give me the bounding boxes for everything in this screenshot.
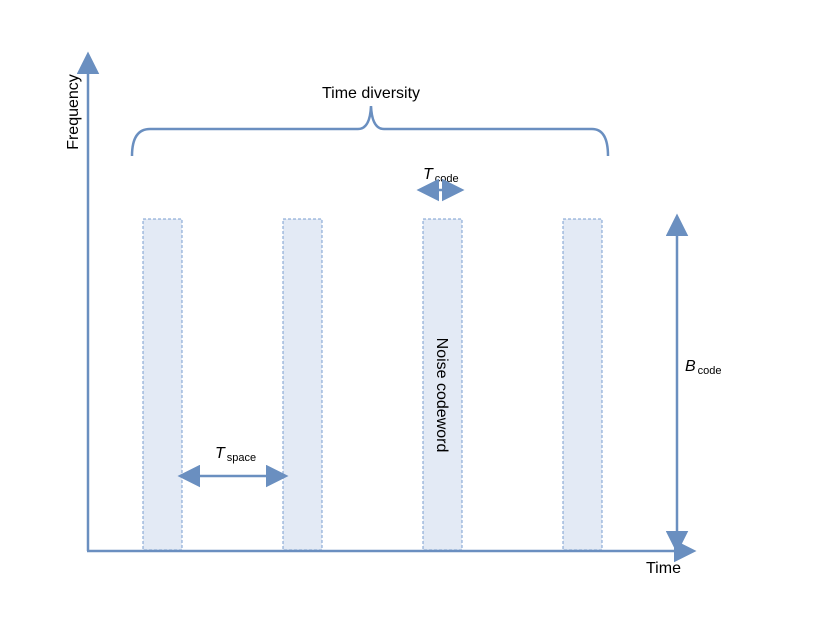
codeword-bars — [142, 218, 603, 551]
t-space-symbol: T — [215, 445, 226, 462]
t-space-subscript: space — [227, 452, 256, 464]
time-diversity-brace — [130, 105, 610, 157]
codeword-bar-1 — [142, 218, 183, 551]
frequency-axis-label: Frequency — [65, 74, 82, 150]
b-code-symbol: B — [685, 358, 696, 375]
b-code-subscript: code — [698, 365, 722, 377]
time-diversity-label: Time diversity — [322, 85, 420, 102]
noise-codeword-label: Noise codeword — [433, 338, 450, 453]
codeword-bar-3 — [422, 218, 463, 551]
codeword-bar-2 — [282, 218, 323, 551]
time-axis-label: Time — [646, 560, 681, 577]
codeword-bar-4 — [562, 218, 603, 551]
t-code-symbol: T — [423, 166, 434, 183]
t-code-subscript: code — [435, 173, 459, 185]
